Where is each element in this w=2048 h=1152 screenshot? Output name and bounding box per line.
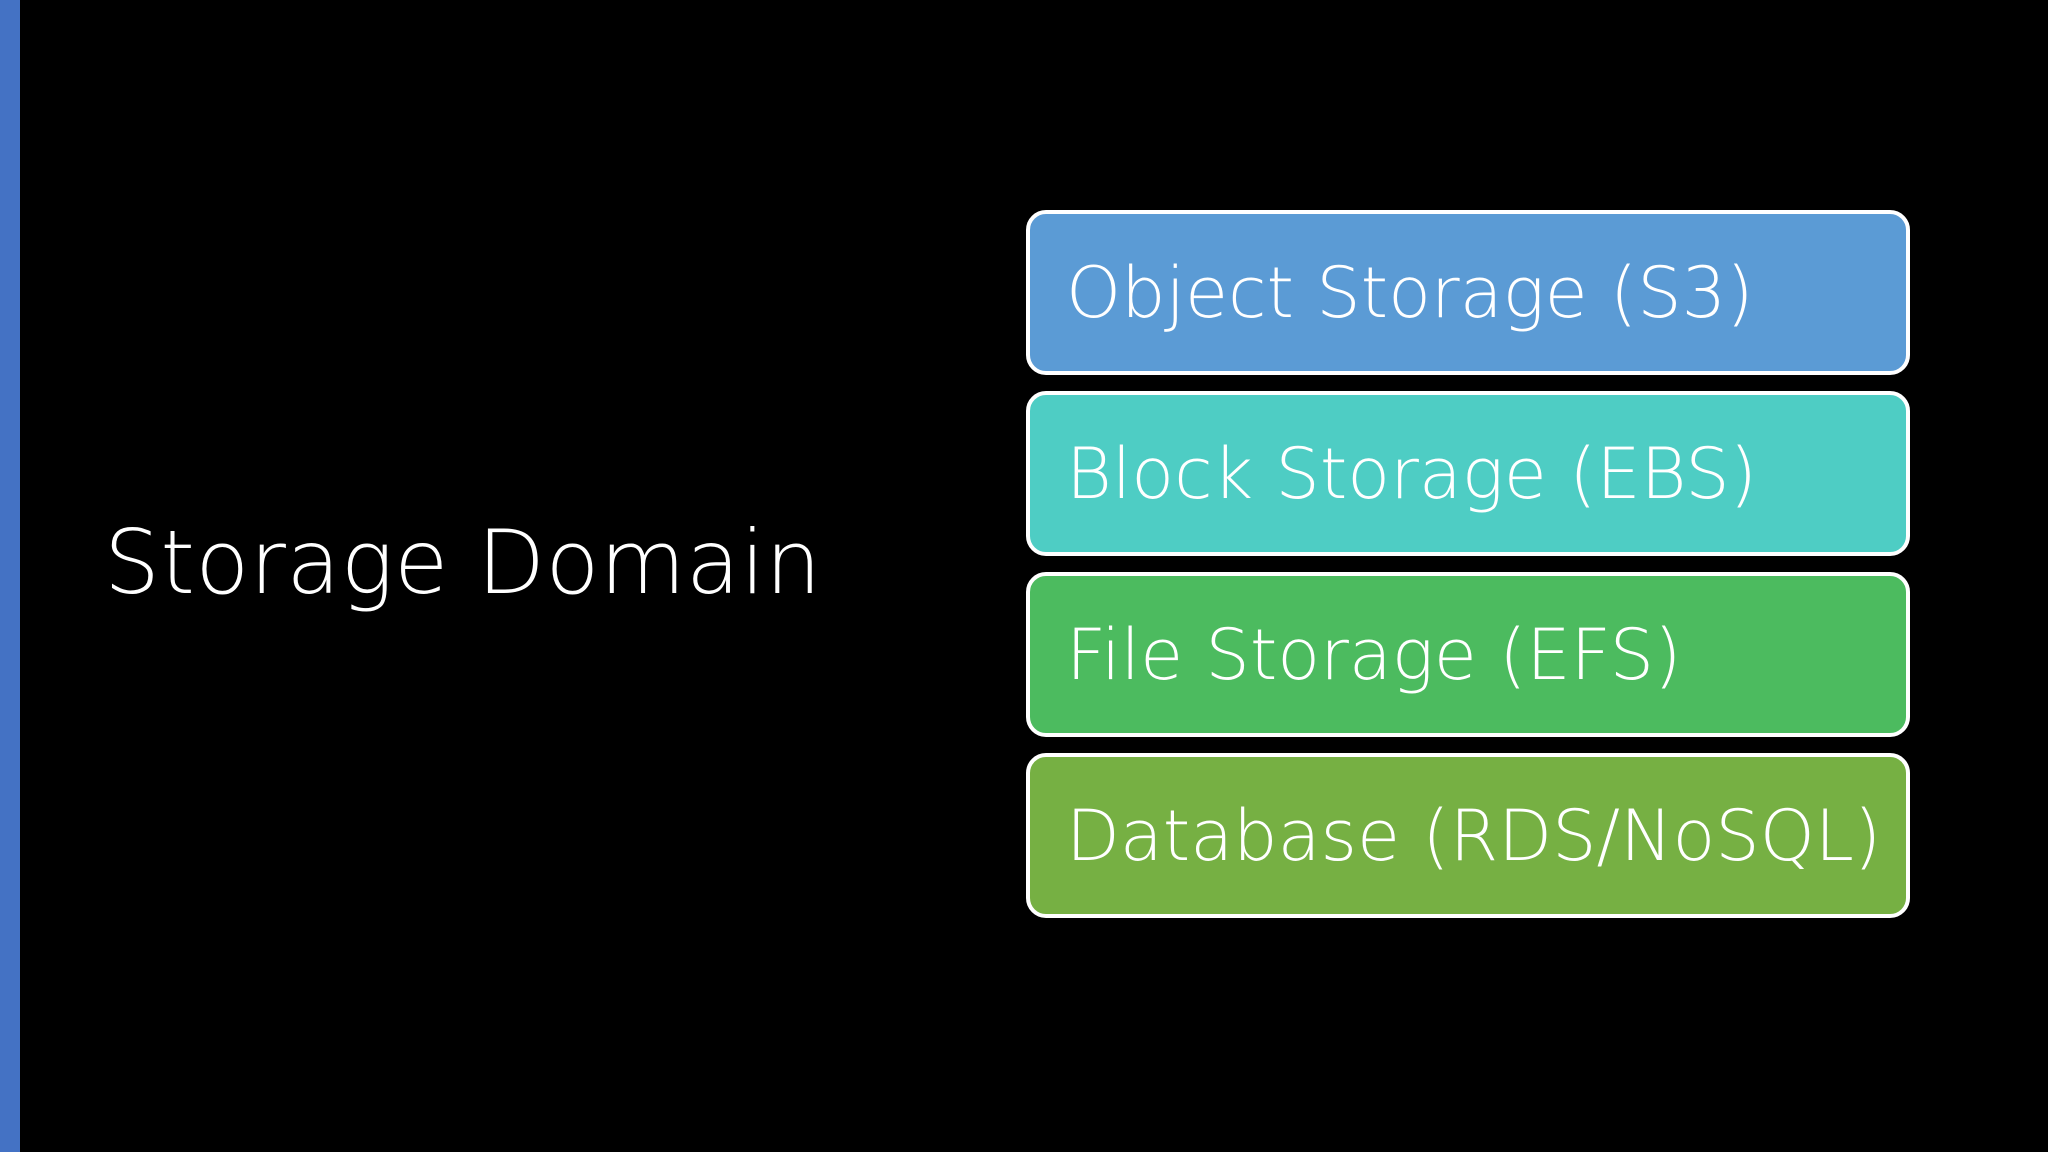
left-accent-bar [0,0,20,1152]
storage-card-label: Object Storage (S3) [1066,251,1754,334]
storage-card-label: Database (RDS/NoSQL) [1066,794,1882,877]
storage-card-file-storage[interactable]: File Storage (EFS) [1026,572,1910,737]
storage-card-database[interactable]: Database (RDS/NoSQL) [1026,753,1910,918]
storage-card-object-storage[interactable]: Object Storage (S3) [1026,210,1910,375]
storage-card-block-storage[interactable]: Block Storage (EBS) [1026,391,1910,556]
storage-card-label: File Storage (EFS) [1066,613,1682,696]
page-title: Storage Domain [104,511,822,614]
storage-card-label: Block Storage (EBS) [1066,432,1757,515]
storage-card-stack: Object Storage (S3) Block Storage (EBS) … [1026,210,1910,918]
